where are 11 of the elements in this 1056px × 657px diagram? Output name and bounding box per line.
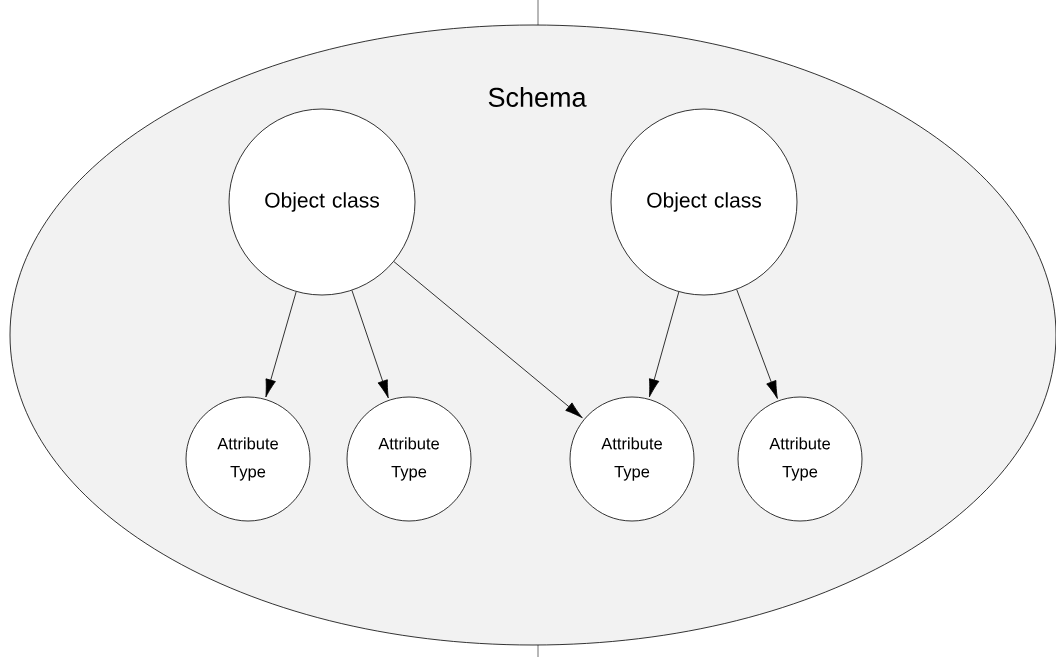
circle-node: Object class (228, 108, 416, 296)
arrow (649, 291, 680, 398)
arrow (351, 290, 389, 399)
circle-node: Attribute Type (185, 396, 311, 522)
arrow (736, 289, 778, 399)
circle-node: Attribute Type (569, 396, 695, 522)
circle-node: Attribute Type (737, 396, 863, 522)
arrow (393, 261, 583, 419)
circle-node: Attribute Type (346, 396, 472, 522)
arrow (265, 291, 297, 398)
circle-node: Object class (610, 108, 798, 296)
